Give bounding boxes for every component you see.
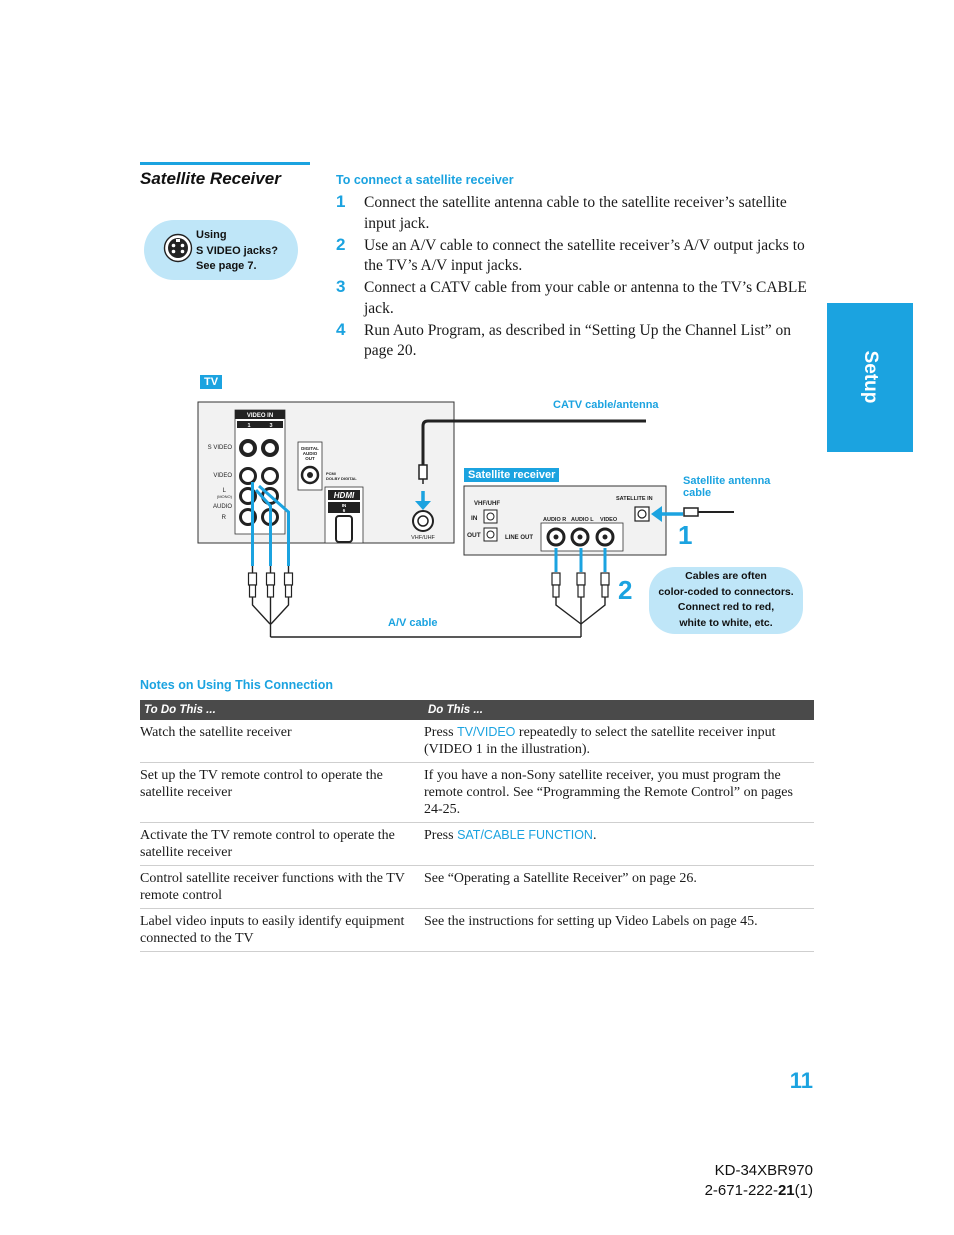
svg-text:VIDEO: VIDEO xyxy=(213,473,232,479)
step-item: 2 Use an A/V cable to connect the satell… xyxy=(336,234,816,277)
catv-label: CATV cable/antenna xyxy=(553,399,659,411)
part-code: 2-671-222-21(1) xyxy=(704,1182,813,1199)
notes-table: To Do This ... Do This ... Watch the sat… xyxy=(140,700,814,952)
section-rule xyxy=(140,162,310,165)
table-row: Set up the TV remote control to operate … xyxy=(140,762,814,823)
step-item: 3 Connect a CATV cable from your cable o… xyxy=(336,277,816,319)
steps-heading: To connect a satellite receiver xyxy=(336,173,514,187)
step-item: 1 Connect the satellite antenna cable to… xyxy=(336,192,816,234)
svg-text:LINE OUT: LINE OUT xyxy=(505,535,533,541)
svg-text:DIGITAL: DIGITAL xyxy=(301,446,319,451)
satellite-cable-connector xyxy=(683,507,699,517)
av-cable-label: A/V cable xyxy=(388,617,438,629)
table-row: Watch the satellite receiver Press TV/VI… xyxy=(140,720,814,763)
tv-connection-arrows xyxy=(251,482,290,566)
receiver-vhf-out-jack xyxy=(483,527,498,542)
step-marker-1: 1 xyxy=(678,520,693,550)
svg-text:VHF/UHF: VHF/UHF xyxy=(474,501,500,507)
svg-text:AUDIO: AUDIO xyxy=(303,451,318,456)
svg-text:(MONO): (MONO) xyxy=(217,494,233,499)
col-header-todo: To Do This ... xyxy=(140,700,424,720)
step-number: 3 xyxy=(336,277,346,296)
dothis-cell: See “Operating a Satellite Receiver” on … xyxy=(424,865,814,909)
svg-text:OUT: OUT xyxy=(305,456,315,461)
catv-cable xyxy=(421,419,646,467)
steps-list: 1 Connect the satellite antenna cable to… xyxy=(336,192,816,363)
tv-label: TV xyxy=(200,375,223,389)
table-row: Activate the TV remote control to operat… xyxy=(140,822,814,866)
step-marker-2: 2 xyxy=(618,575,633,605)
svg-text:L: L xyxy=(223,488,227,494)
dothis-cell: Press TV/VIDEO repeatedly to select the … xyxy=(424,720,814,763)
svg-text:VIDEO: VIDEO xyxy=(600,517,618,523)
svg-text:3: 3 xyxy=(269,423,272,429)
page-number: 11 xyxy=(789,1068,813,1093)
table-row: Label video inputs to easily identify eq… xyxy=(140,908,814,952)
svg-text:IN: IN xyxy=(342,503,347,508)
svg-text:R: R xyxy=(222,515,227,521)
dothis-cell: If you have a non-Sony satellite receive… xyxy=(424,762,814,823)
step-text: Use an A/V cable to connect the satellit… xyxy=(364,236,805,275)
step-number: 4 xyxy=(336,319,346,339)
todo-cell: Label video inputs to easily identify eq… xyxy=(140,908,424,952)
wiring-illustration: VIDEO IN 1 3 S VIDEO VIDEO L (MONO) AUDI… xyxy=(197,401,734,638)
svg-text:VHF/UHF: VHF/UHF xyxy=(411,535,435,541)
svg-text:PCM/: PCM/ xyxy=(326,471,337,476)
section-title: Satellite Receiver xyxy=(140,169,281,188)
key-label: TV/VIDEO xyxy=(457,725,516,739)
dothis-cell: Press SAT/CABLE FUNCTION. xyxy=(424,822,814,866)
col-header-dothis: Do This ... xyxy=(424,700,814,720)
receiver-connection-arrows xyxy=(554,548,607,572)
connection-diagram: TV CATV cable/antenna Satellite receiver… xyxy=(197,375,803,638)
svg-text:AUDIO R: AUDIO R xyxy=(543,517,566,523)
notes-heading: Notes on Using This Connection xyxy=(140,678,334,692)
dothis-cell: See the instructions for setting up Vide… xyxy=(424,908,814,952)
model-footer: KD-34XBR970 2-671-222-21(1) xyxy=(705,1161,813,1201)
todo-cell: Set up the TV remote control to operate … xyxy=(140,762,424,823)
key-label: SAT/CABLE FUNCTION xyxy=(457,828,593,842)
svg-text:1: 1 xyxy=(247,423,250,429)
tv-av-plugs xyxy=(247,572,294,598)
satellite-antenna-label: Satellite antenna cable xyxy=(683,475,771,499)
step-text: Run Auto Program, as described in “Setti… xyxy=(364,321,792,360)
hdmi-port xyxy=(335,515,353,543)
video-in-text: VIDEO IN xyxy=(247,413,273,419)
notes-header-row: To Do This ... Do This ... xyxy=(140,700,814,720)
svg-text:HDMI: HDMI xyxy=(334,491,355,500)
svideo-note-text: Using S VIDEO jacks? See page 7. xyxy=(196,229,278,272)
tv-s-video-jacks xyxy=(239,439,279,457)
s-video-jack-icon xyxy=(163,233,193,263)
todo-cell: Control satellite receiver functions wit… xyxy=(140,865,424,909)
catv-connector xyxy=(418,464,428,480)
satellite-in-jack xyxy=(634,506,650,522)
svg-text:AUDIO L: AUDIO L xyxy=(571,517,594,523)
model-number: KD-34XBR970 xyxy=(714,1162,813,1179)
step-number: 2 xyxy=(336,234,346,254)
svg-text:SATELLITE IN: SATELLITE IN xyxy=(616,496,653,502)
todo-cell: Watch the satellite receiver xyxy=(140,720,424,763)
svg-text:AUDIO: AUDIO xyxy=(213,504,232,510)
section-tab-setup: Setup xyxy=(827,303,913,452)
svg-text:S VIDEO: S VIDEO xyxy=(208,445,233,451)
table-row: Control satellite receiver functions wit… xyxy=(140,865,814,909)
step-text: Connect a CATV cable from your cable or … xyxy=(364,279,807,317)
svg-text:IN: IN xyxy=(471,515,478,522)
receiver-vhf-in-jack xyxy=(483,509,498,524)
svideo-note: Using S VIDEO jacks? See page 7. xyxy=(144,220,298,280)
satellite-receiver-label: Satellite receiver xyxy=(464,468,560,482)
color-code-note: Cables are often color-coded to connecto… xyxy=(649,567,803,634)
svg-text:DOLBY DIGITAL: DOLBY DIGITAL xyxy=(326,476,357,481)
svg-text:OUT: OUT xyxy=(467,532,481,539)
receiver-av-plugs xyxy=(551,572,610,598)
step-text: Connect the satellite antenna cable to t… xyxy=(364,194,787,232)
todo-cell: Activate the TV remote control to operat… xyxy=(140,822,424,866)
step-number: 1 xyxy=(336,192,346,211)
svg-text:6: 6 xyxy=(343,508,346,513)
step-item: 4 Run Auto Program, as described in “Set… xyxy=(336,319,816,362)
